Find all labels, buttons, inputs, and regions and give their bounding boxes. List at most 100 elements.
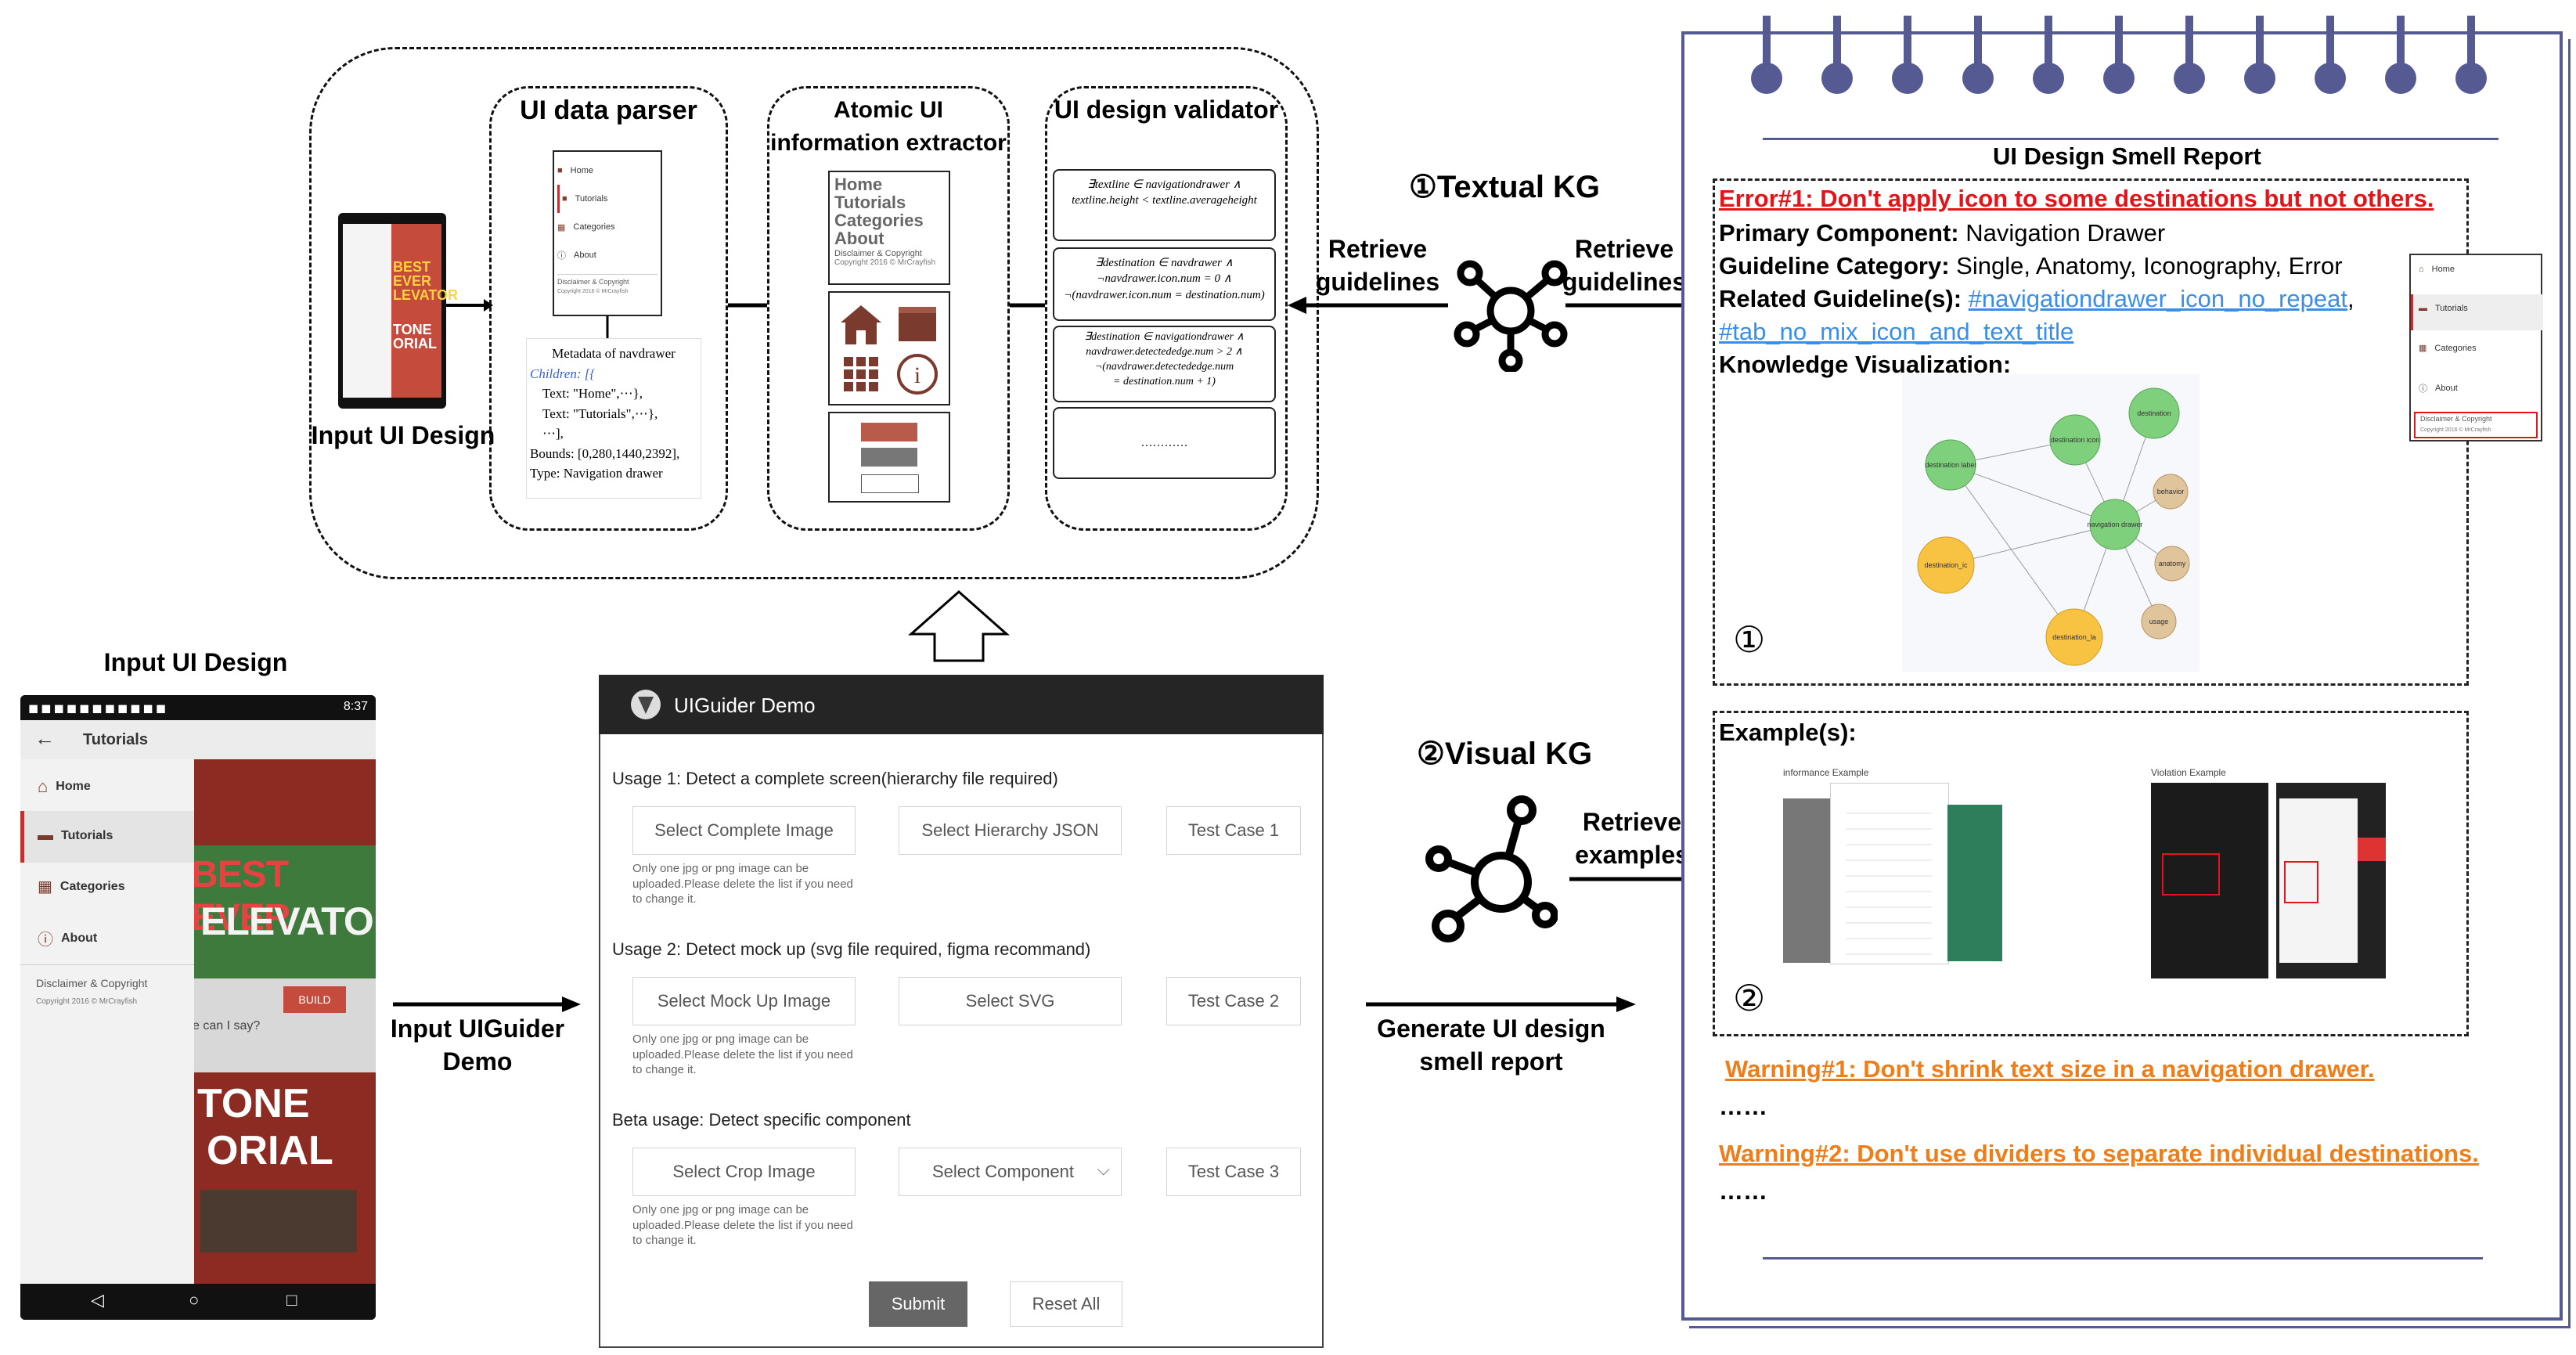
select-mockup-image-button[interactable]: Select Mock Up Image — [632, 977, 856, 1025]
arrow-phone-to-demo — [393, 996, 581, 1012]
app-bar-title: Tutorials — [83, 731, 148, 748]
arrow-thumb-down — [606, 316, 609, 340]
examples-label: Example(s): — [1719, 719, 1857, 746]
info-icon: i — [897, 354, 938, 395]
up-arrow — [908, 589, 1010, 662]
visual-kg-number: ② — [1417, 737, 1445, 771]
select-component-dropdown[interactable]: Select Component ⌵ — [899, 1148, 1122, 1196]
guideline-category: Guideline Category: Single, Anatomy, Ico… — [1719, 252, 2343, 279]
arrow-extractor-to-validator — [1010, 303, 1045, 308]
usage2-hint: Only one jpg or png image can be uploade… — [632, 1032, 853, 1076]
input-ui-design-label: Input UI Design — [311, 421, 495, 449]
notebook-top-line — [1763, 138, 2499, 140]
select-crop-image-button[interactable]: Select Crop Image — [632, 1148, 856, 1196]
usage1-hint: Only one jpg or png image can be uploade… — [632, 862, 853, 906]
marker-1: ① — [1733, 619, 1766, 660]
home-icon — [841, 305, 881, 344]
info-icon: ⓘ — [38, 932, 53, 949]
arrow-thumb-to-parser — [446, 299, 493, 312]
kg-node-destination-icon: destination icon — [2051, 436, 2100, 444]
reset-all-button[interactable]: Reset All — [1010, 1281, 1122, 1327]
extractor-box — [767, 86, 1010, 531]
test-case-3-button[interactable]: Test Case 3 — [1166, 1148, 1301, 1196]
error-heading: Error#1: Don't apply icon to some destin… — [1719, 185, 2434, 212]
visual-kg-icon — [1425, 795, 1558, 942]
warning-2: Warning#2: Don't use dividers to separat… — [1719, 1140, 2479, 1167]
drawer-copyright: Copyright 2016 © MrCrayfish — [36, 997, 138, 1006]
drawer-item-home[interactable]: ⌂Home — [38, 777, 91, 796]
submit-button[interactable]: Submit — [869, 1281, 967, 1327]
nav-recents-icon[interactable]: □ — [286, 1290, 297, 1310]
notebook-bottom-line — [1763, 1257, 2483, 1260]
knowledge-graph-icon — [1454, 260, 1568, 372]
parser-title: UI data parser — [520, 95, 697, 125]
grid-icon — [844, 357, 878, 391]
kg-node-usage: usage — [2149, 618, 2169, 625]
grid-icon: ▦ — [38, 878, 52, 896]
knowledge-graph-visual: destination destination icon destination… — [1902, 374, 2200, 672]
metadata-card: Metadata of navdrawer Children: [{ Text:… — [526, 338, 701, 499]
report-notebook — [1681, 31, 2563, 1321]
phone-title: Input UI Design — [103, 648, 288, 676]
related-guidelines: Related Guideline(s): #navigationdrawer_… — [1719, 285, 2354, 312]
guideline-link-2[interactable]: #tab_no_mix_icon_and_text_title — [1719, 318, 2074, 345]
knowledge-visualization-label: Knowledge Visualization: — [1719, 351, 2012, 378]
folder-icon — [899, 307, 936, 341]
beta-hint: Only one jpg or png image can be uploade… — [632, 1203, 853, 1247]
retrieve-guidelines-right: Retrieve guidelines — [1562, 235, 1687, 296]
chevron-down-icon: ⌵ — [1097, 1159, 1110, 1179]
notebook-rings — [1751, 16, 2487, 94]
drawer-footer[interactable]: Disclaimer & Copyright — [36, 977, 148, 989]
kg-node-anatomy: anatomy — [2159, 560, 2186, 568]
retrieve-guidelines-left: Retrieve guidelines — [1315, 235, 1440, 296]
violation-example-label: Violation Example — [2151, 767, 2226, 778]
kg-node-destination-ic: destination_ic — [1924, 561, 1968, 569]
test-case-2-button[interactable]: Test Case 2 — [1166, 977, 1301, 1025]
arrow-parser-to-extractor — [728, 303, 767, 308]
marker-2: ② — [1733, 978, 1766, 1018]
bg-small-text: e can I say? — [193, 1019, 261, 1032]
nav-back-icon[interactable]: ◁ — [91, 1290, 104, 1310]
validator-box — [1045, 86, 1288, 531]
drawer-item-categories[interactable]: ▦Categories — [38, 878, 125, 896]
back-arrow-icon[interactable]: ← — [34, 726, 55, 750]
visual-kg-label: Visual KG — [1444, 737, 1593, 771]
status-time: 8:37 — [343, 700, 368, 713]
app-bar: ← Tutorials — [20, 720, 376, 759]
input-uiguider-demo-label: Input UIGuider Demo — [390, 1014, 565, 1076]
bg-headline-3: TONE — [197, 1081, 310, 1126]
usage2-label: Usage 2: Detect mock up (svg file requir… — [612, 939, 1091, 959]
select-svg-button[interactable]: Select SVG — [899, 977, 1122, 1025]
bg-build-button: BUILD — [283, 986, 346, 1013]
parser-box — [489, 86, 728, 531]
uiguider-logo-icon — [631, 690, 661, 719]
generate-report-label: Generate UI design smell report — [1377, 1014, 1605, 1076]
arrow-demo-to-report — [1366, 996, 1636, 1012]
formula-3: ∃destination ∈ navigationdrawer ∧ navdra… — [1053, 326, 1276, 402]
usage1-label: Usage 1: Detect a complete screen(hierar… — [612, 769, 1058, 788]
textual-kg-number: ① — [1409, 170, 1437, 204]
system-nav-bar: ◁ ○ □ — [20, 1284, 376, 1320]
formula-2: ∃destination ∈ navdrawer ∧ ¬navdrawer.ic… — [1053, 247, 1276, 321]
textual-kg-label: Textual KG — [1436, 170, 1601, 204]
drawer-item-tutorials[interactable]: ▬Tutorials — [38, 827, 113, 844]
report-title: UI Design Smell Report — [1993, 142, 2261, 170]
pipeline-container — [309, 47, 1319, 579]
demo-header-title: UIGuider Demo — [674, 694, 816, 717]
guideline-link-1[interactable]: #navigationdrawer_icon_no_repeat — [1968, 285, 2347, 312]
kg-node-behavior: behavior — [2157, 488, 2185, 496]
select-complete-image-button[interactable]: Select Complete Image — [632, 806, 856, 855]
extracted-icons: i — [841, 305, 938, 395]
nav-home-icon[interactable]: ○ — [189, 1290, 200, 1310]
retrieve-examples: Retrieve examples — [1575, 808, 1689, 869]
kg-node-destination-label: destination label — [1925, 461, 1976, 469]
test-case-1-button[interactable]: Test Case 1 — [1166, 806, 1301, 855]
report-notebook-shadow — [1689, 39, 2571, 1328]
formula-more: ………… — [1053, 407, 1276, 479]
select-hierarchy-json-button[interactable]: Select Hierarchy JSON — [899, 806, 1122, 855]
primary-component: Primary Component: Navigation Drawer — [1719, 219, 2166, 247]
extract-icon-box: i — [828, 291, 950, 405]
